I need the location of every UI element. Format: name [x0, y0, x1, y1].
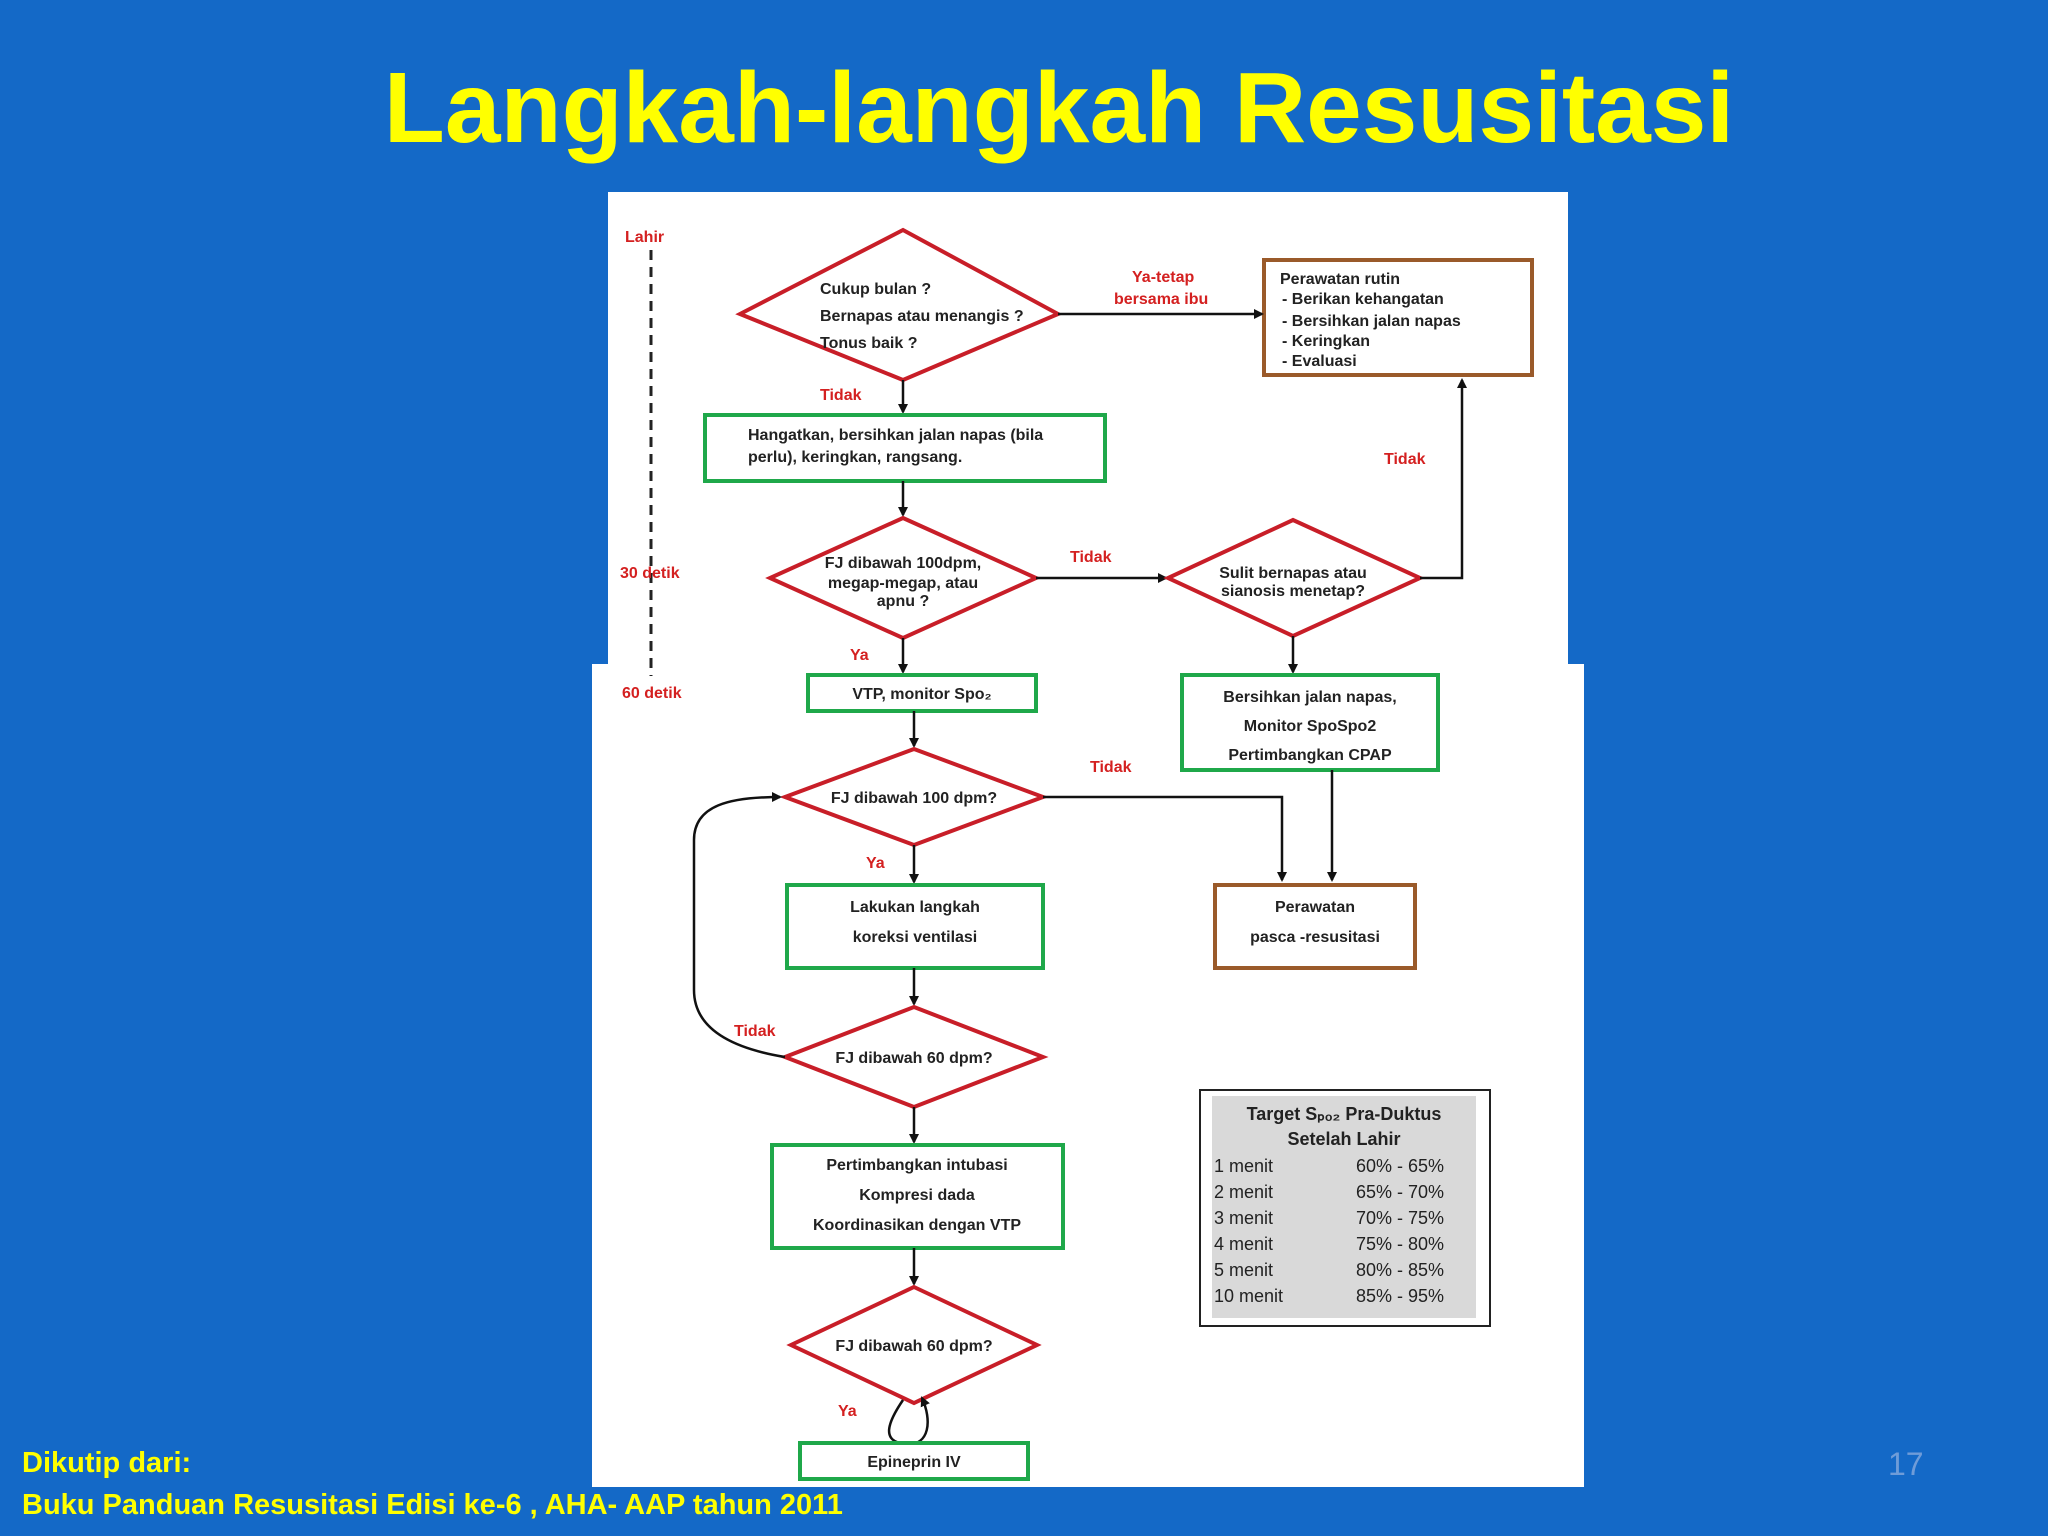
- clear-line-1: Bersihkan jalan napas,: [1223, 689, 1396, 706]
- routine-line-1: Perawatan rutin: [1280, 271, 1400, 288]
- timeline-60-detik: 60 detik: [622, 685, 682, 702]
- box-clear-airway: [1180, 673, 1440, 772]
- arrow-d3-routine: [1420, 378, 1467, 580]
- spo2-row-6-time: 10 menit: [1214, 1286, 1283, 1306]
- spo2-row-2-range: 65% - 70%: [1356, 1182, 1444, 1202]
- source-label: Dikutip dari:: [22, 1447, 192, 1479]
- spo2-row-1-range: 60% - 65%: [1356, 1156, 1444, 1176]
- decision-birth-line-1: Cukup bulan ?: [820, 281, 931, 298]
- d2-line-3: apnu ?: [877, 593, 929, 610]
- spo2-row-4-range: 75% - 80%: [1356, 1234, 1444, 1254]
- routine-line-4: - Keringkan: [1282, 333, 1370, 350]
- spo2-row-6-range: 85% - 95%: [1356, 1286, 1444, 1306]
- box-routine-care: [1262, 258, 1534, 377]
- arrow-d5-loop-d4: [692, 792, 786, 1059]
- label-tidak-d2: Tidak: [1070, 549, 1112, 566]
- d5-text: FJ dibawah 60 dpm?: [835, 1050, 992, 1067]
- routine-line-2: - Berikan kehangatan: [1282, 291, 1444, 308]
- post-line-1: Perawatan: [1275, 899, 1355, 916]
- spo2-row-1-time: 1 menit: [1214, 1156, 1273, 1176]
- decision-heart-rate-60-b: [786, 1284, 1042, 1406]
- decision-birth-line-2: Bernapas atau menangis ?: [820, 308, 1024, 325]
- timeline-30-detik: 30 detik: [620, 565, 680, 582]
- epi-text: Epineprin IV: [867, 1454, 961, 1471]
- label-ya-d2: Ya: [850, 647, 869, 664]
- spo2-row-5-range: 80% - 85%: [1356, 1260, 1444, 1280]
- correct-line-2: koreksi ventilasi: [853, 929, 978, 946]
- label-ya-tetap-1: Ya-tetap: [1132, 269, 1194, 286]
- decision-birth-line-3: Tonus baik ?: [820, 335, 917, 352]
- intub-line-1: Pertimbangkan intubasi: [826, 1157, 1007, 1174]
- correct-line-1: Lakukan langkah: [850, 899, 980, 916]
- spo2-row-3-range: 70% - 75%: [1356, 1208, 1444, 1228]
- slide-title: Langkah-langkah Resusitasi: [383, 52, 1735, 164]
- source-citation: Buku Panduan Resusitasi Edisi ke-6 , AHA…: [22, 1489, 843, 1521]
- spo2-table-title-1: Target Sₚₒ₂ Pra-Duktus: [1247, 1104, 1442, 1124]
- intub-line-2: Kompresi dada: [859, 1187, 975, 1204]
- label-tidak-d1: Tidak: [820, 387, 862, 404]
- box-intubation-compression: [770, 1143, 1065, 1250]
- label-ya-d4: Ya: [866, 855, 885, 872]
- spo2-row-3-time: 3 menit: [1214, 1208, 1273, 1228]
- box-epinephrine: [798, 1441, 1030, 1481]
- box-vtp-monitor: [806, 673, 1038, 713]
- label-ya-tetap-2: bersama ibu: [1114, 291, 1208, 308]
- label-tidak-d3: Tidak: [1384, 451, 1426, 468]
- timeline-lahir: Lahir: [625, 229, 664, 246]
- d4-text: FJ dibawah 100 dpm?: [831, 790, 997, 807]
- d3-line-1: Sulit bernapas atau: [1219, 565, 1367, 582]
- d2-line-1: FJ dibawah 100dpm,: [825, 555, 981, 572]
- routine-line-3: - Bersihkan jalan napas: [1282, 313, 1461, 330]
- clear-line-3: Pertimbangkan CPAP: [1228, 747, 1392, 764]
- clear-line-2: Monitor SpoSpo2: [1244, 718, 1377, 735]
- d2-line-2: megap-megap, atau: [828, 575, 978, 592]
- box-post-resuscitation: [1213, 883, 1417, 970]
- d3-line-2: sianosis menetap?: [1221, 583, 1365, 600]
- flowchart-panel-bottom: [592, 664, 1584, 1487]
- page-number: 17: [1888, 1446, 1924, 1482]
- label-tidak-d5: Tidak: [734, 1023, 776, 1040]
- spo2-row-5-time: 5 menit: [1214, 1260, 1273, 1280]
- routine-line-5: - Evaluasi: [1282, 353, 1357, 370]
- vtp-text: VTP, monitor Spo₂: [852, 686, 991, 703]
- label-tidak-d4: Tidak: [1090, 759, 1132, 776]
- post-line-2: pasca -resusitasi: [1250, 929, 1380, 946]
- spo2-table-title-2: Setelah Lahir: [1287, 1129, 1400, 1149]
- spo2-row-4-time: 4 menit: [1214, 1234, 1273, 1254]
- intub-line-3: Koordinasikan dengan VTP: [813, 1217, 1021, 1234]
- box-warm-clear: [703, 413, 1107, 483]
- box-correct-ventilation: [785, 883, 1045, 970]
- label-ya-d6: Ya: [838, 1403, 857, 1420]
- arrow-d4-post: [1043, 795, 1287, 882]
- warm-line-2: perlu), keringkan, rangsang.: [748, 449, 962, 466]
- spo2-row-2-time: 2 menit: [1214, 1182, 1273, 1202]
- spo2-table-bg: [1212, 1096, 1476, 1318]
- warm-line-1: Hangatkan, bersihkan jalan napas (bila: [748, 427, 1043, 444]
- d6-text: FJ dibawah 60 dpm?: [835, 1338, 992, 1355]
